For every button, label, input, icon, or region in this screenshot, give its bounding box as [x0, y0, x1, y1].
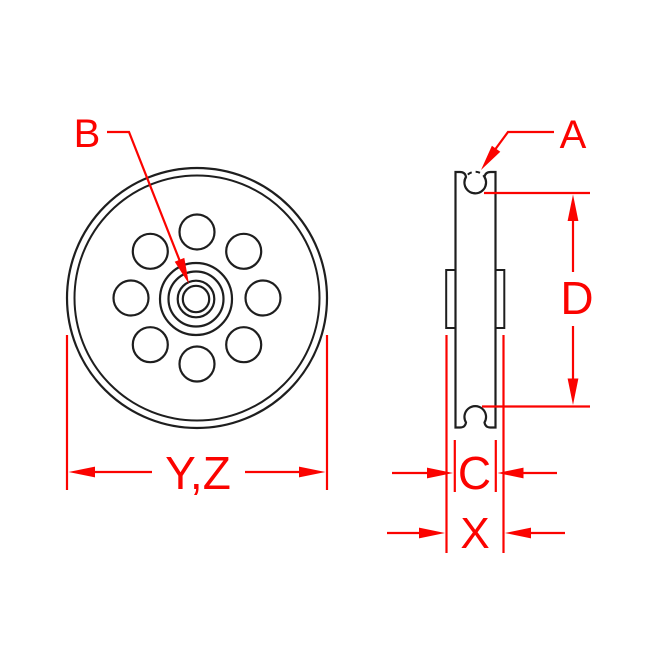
hub-boss-left [445, 269, 457, 329]
callout-b: B [74, 112, 189, 284]
inner-rim-circle [73, 174, 321, 422]
label-c: C [458, 447, 491, 499]
dimension-yz: Y,Z [65, 335, 329, 499]
bore-inner-circle [181, 284, 211, 314]
arrowhead-d-down [567, 378, 579, 405]
arrowhead-a [481, 145, 501, 170]
label-b: B [74, 112, 101, 156]
callout-a: A [481, 113, 587, 170]
leader-line-a [493, 130, 554, 152]
arrowhead-b [174, 257, 189, 284]
bolt-hole-pattern [112, 213, 282, 383]
bolt-hole [225, 326, 263, 364]
bolt-hole [131, 232, 169, 270]
label-yz: Y,Z [165, 447, 231, 499]
hub-boss-right [494, 269, 506, 329]
front-view [65, 166, 329, 430]
arrowhead-yz-left [68, 466, 95, 478]
outer-rim-circle [65, 166, 329, 430]
label-d: D [560, 272, 593, 324]
arrowhead-c-right [497, 467, 524, 479]
label-a: A [560, 113, 587, 157]
arrowhead-x-left [419, 527, 445, 539]
leader-line-b [107, 130, 183, 265]
bolt-hole [244, 279, 282, 317]
dimension-d: D [482, 191, 594, 408]
dimension-c: C [392, 440, 557, 499]
hub-middle-circle [167, 270, 225, 328]
label-x: X [460, 509, 489, 558]
hub-outer-circle [158, 261, 234, 337]
rope-section-dashed-circle [463, 170, 488, 195]
bolt-hole [225, 232, 263, 270]
bolt-hole [131, 326, 169, 364]
dimension-x: X [387, 335, 565, 558]
bolt-hole [178, 213, 216, 251]
bolt-hole [112, 279, 150, 317]
arrowhead-x-right [505, 527, 531, 539]
arrowhead-d-up [567, 194, 579, 221]
sheave-profile-outline [454, 170, 497, 429]
bore-outer-circle [176, 279, 216, 319]
arrowhead-c-left [427, 467, 453, 479]
side-view [445, 170, 506, 429]
arrowhead-yz-right [299, 466, 326, 478]
hub-rings [158, 261, 234, 337]
bolt-hole [178, 345, 216, 383]
